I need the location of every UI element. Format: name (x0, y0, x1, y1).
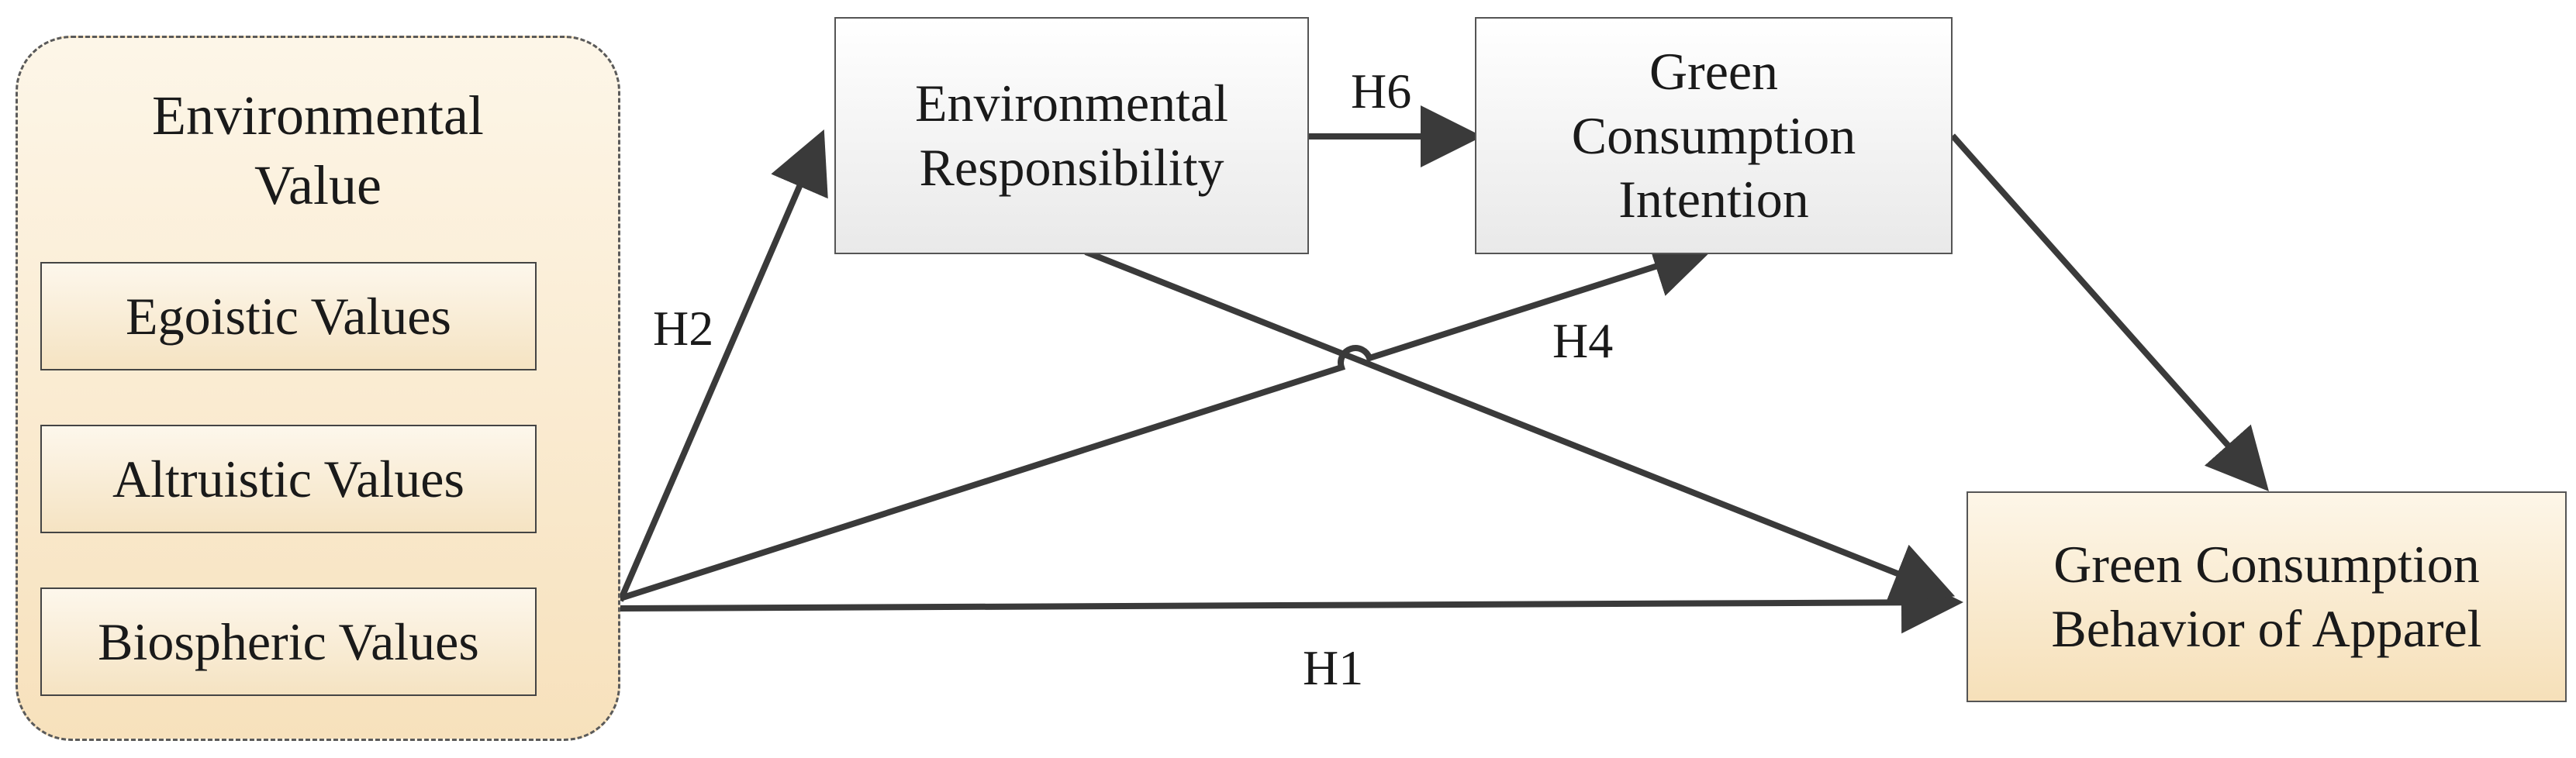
green-consumption-intention-box: Green Consumption Intention (1475, 17, 1953, 254)
biospheric-values-box: Biospheric Values (40, 587, 537, 696)
arrow-h2 (617, 129, 828, 602)
environmental-value-title: Environmental Value (152, 84, 484, 216)
label-h1: H1 (1303, 640, 1364, 695)
label-h2: H2 (653, 301, 714, 356)
green-consumption-behavior-box: Green Consumption Behavior of Apparel (1967, 491, 2567, 702)
label-h4: H4 (1552, 313, 1614, 368)
environmental-responsibility-box: Environmental Responsibility (834, 17, 1309, 254)
arrow-responsibility-behavior (1084, 249, 1956, 603)
label-h6: H6 (1351, 64, 1412, 119)
altruistic-values-box: Altruistic Values (40, 425, 537, 533)
arrow-intention-behavior (1950, 133, 2269, 491)
arrow-h4 (619, 236, 1715, 601)
egoistic-values-box: Egoistic Values (40, 262, 537, 370)
arrow-h1 (620, 571, 1963, 634)
